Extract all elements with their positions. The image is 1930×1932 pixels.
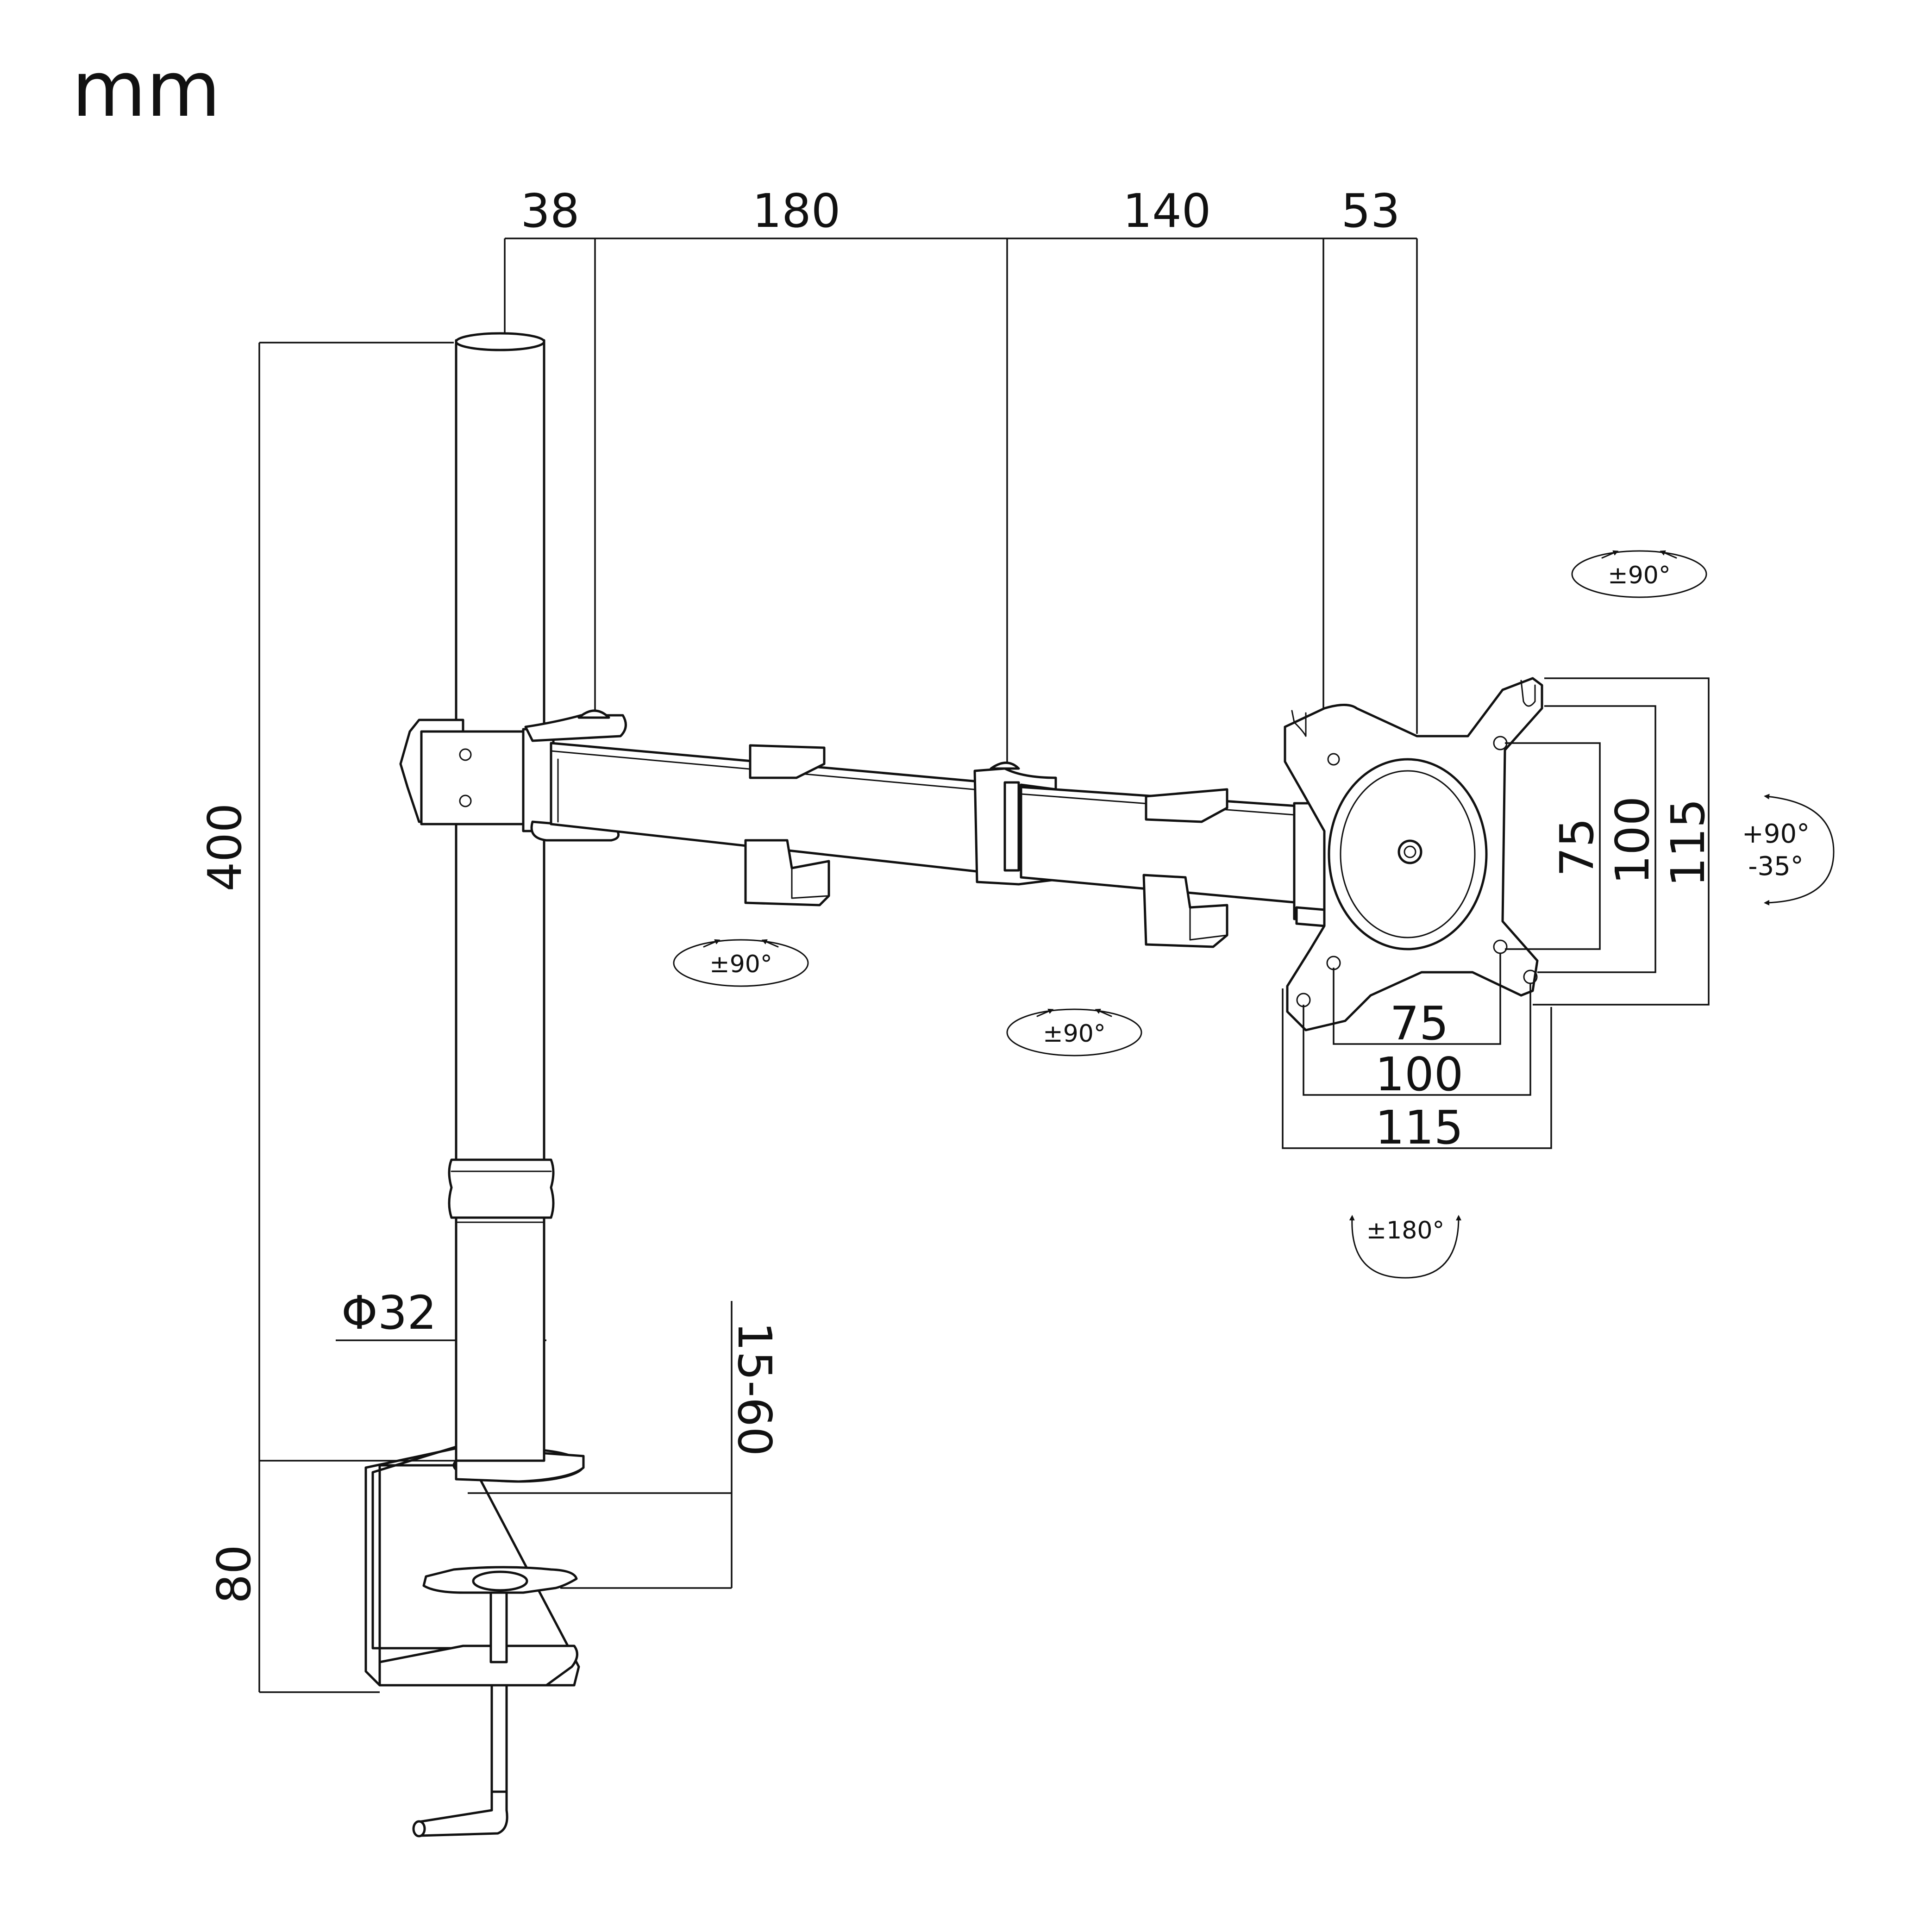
rotation-arm-joint-2: ±90° xyxy=(1006,1008,1142,1057)
vesa-vertical-dimensions: 75 100 115 xyxy=(1505,677,1715,1006)
dim-vesa-large-v: 115 xyxy=(1661,799,1715,887)
rotation-head-swivel-label: ±90° xyxy=(1608,562,1671,589)
dim-pole-height: 400 xyxy=(198,803,252,892)
unit-label: mm xyxy=(72,45,220,134)
dim-vesa-mid-v: 100 xyxy=(1605,796,1660,885)
vesa-horizontal-dimensions: 75 100 115 xyxy=(1282,954,1552,1155)
rotation-tilt-up-label: +90° xyxy=(1742,819,1810,849)
top-dimension-chain: 38 180 140 53 xyxy=(504,184,1418,778)
vesa-plate xyxy=(1284,677,1543,1032)
dim-vesa-small-v: 75 xyxy=(1550,818,1604,876)
dim-vesa-small-h: 75 xyxy=(1390,996,1448,1050)
rotation-arm-joint-1: ±90° xyxy=(673,939,809,987)
rotation-tilt-down-label: -35° xyxy=(1748,851,1803,882)
pole-height-dimension: 400 xyxy=(198,342,456,1462)
dim-arm-first: 180 xyxy=(752,184,841,238)
dim-desk-thickness: 15-60 xyxy=(727,1322,782,1457)
arm-section-2 xyxy=(1020,786,1328,948)
dim-pole-offset: 38 xyxy=(520,184,579,238)
rotation-tilt: +90° -35° xyxy=(1742,794,1835,906)
dim-vesa-large-h: 115 xyxy=(1375,1100,1464,1155)
rotation-arm-joint-1-label: ±90° xyxy=(709,950,772,978)
rotation-rotate: ±180° xyxy=(1349,1215,1461,1279)
rotation-arm-joint-2-label: ±90° xyxy=(1043,1020,1106,1048)
rotation-rotate-label: ±180° xyxy=(1366,1217,1445,1244)
clamp-height-dimension: 80 xyxy=(207,1461,380,1693)
dim-vesa-mid-h: 100 xyxy=(1375,1047,1464,1101)
middle-joint xyxy=(973,762,1057,886)
arm-section-1 xyxy=(399,709,990,907)
desk-thickness-dimension: 15-60 xyxy=(468,1301,782,1589)
dim-clamp-height: 80 xyxy=(207,1544,261,1603)
rotation-head-swivel: ±90° xyxy=(1571,550,1707,598)
dim-pole-diameter: Φ32 xyxy=(341,1286,437,1340)
pole-diameter-dimension: Φ32 xyxy=(336,1286,546,1341)
dim-head-offset: 53 xyxy=(1341,184,1400,238)
pole xyxy=(448,332,555,1462)
desk-clamp xyxy=(364,1445,585,1838)
dim-arm-second: 140 xyxy=(1123,184,1211,238)
